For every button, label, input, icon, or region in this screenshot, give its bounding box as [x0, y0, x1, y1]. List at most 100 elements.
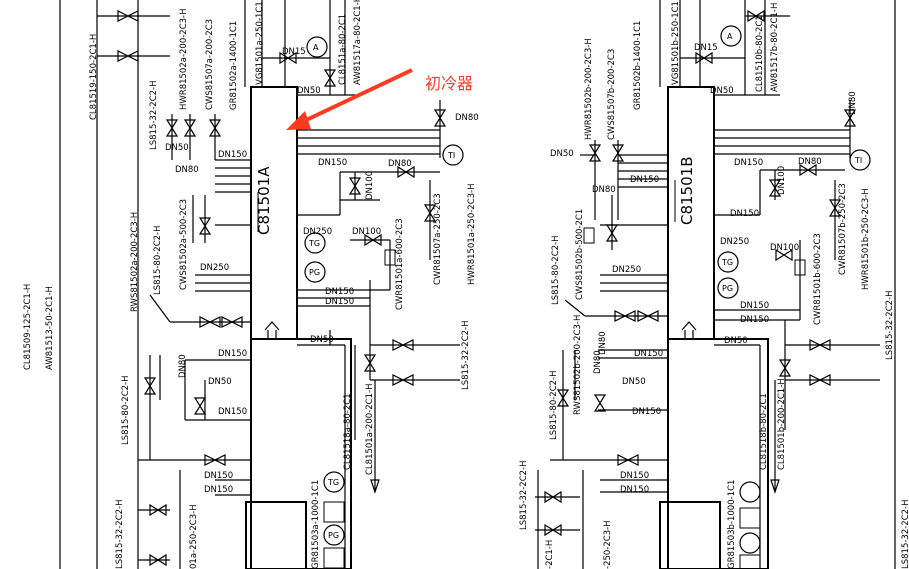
dn-label: DN150: [204, 485, 233, 495]
dn-label: DN80: [848, 91, 858, 115]
pipe-label: CL81518a-80-2C1: [343, 393, 353, 470]
ammeter-b: [720, 25, 742, 47]
pipe-label: CWR81507a-250-2C3: [433, 193, 443, 285]
temp-indicator-a-label: TI: [447, 151, 455, 160]
dn-label: DN150: [740, 315, 769, 325]
pipe-label: LS815-80-2C2-H: [153, 225, 163, 295]
temp-gauge-b-label: TG: [721, 258, 733, 267]
dn-label: DN50: [550, 149, 574, 159]
pipe-label: AW81517b-80-2C1-H: [770, 3, 780, 92]
dn-label: DN150: [630, 175, 659, 185]
dn-label: DN100: [352, 227, 381, 237]
pipe-label: LS815-32-2C2-H: [519, 460, 529, 530]
pressure-gauge-b: [717, 277, 739, 299]
left-unit: C81501A A: [59, 0, 464, 569]
dn-label: DN150: [740, 301, 769, 311]
pipe-label: CL81510b-80-2C1: [755, 15, 765, 92]
temp-indicator-a: [442, 144, 464, 166]
pipe-label: RWS81502b-200-2C3-H: [573, 315, 583, 415]
dn-label: DN150: [620, 471, 649, 481]
ammeter-a: [306, 36, 328, 58]
pressure-gauge-a2: [323, 524, 345, 546]
pressure-gauge-a: [304, 261, 326, 283]
pipe-label: LS815-80-2C2-H: [121, 375, 131, 445]
vessel-a-tag: C81501A: [255, 166, 273, 235]
pipe-label: AW81517a-80-2C1-H: [353, 0, 363, 85]
pipe-label: VG81501b-250-1C1: [671, 1, 681, 85]
pipe-label: -250-2C3-H: [603, 520, 613, 569]
dn-label: DN250: [612, 265, 641, 275]
dn-label: DN150: [734, 158, 763, 168]
dn-label: DN100: [365, 171, 375, 200]
pipe-label: CWS81507b-200-2C3: [607, 49, 617, 140]
pipe-label: GR81503b-1000-1C1: [727, 480, 737, 569]
temp-gauge-a2-label: TG: [327, 478, 339, 487]
dn-label: DN80: [592, 185, 616, 195]
dn-label: DN150: [325, 287, 354, 297]
dn-label: DN150: [620, 485, 649, 495]
dn-label: DN80: [175, 165, 199, 175]
dn-label: DN250: [303, 227, 332, 237]
dn-label: DN150: [218, 349, 247, 359]
temp-gauge-a2: [323, 471, 345, 493]
pipe-label: GR81503a-1000-1C1: [311, 480, 321, 569]
pipe-label: LS815-32-2C2-H: [149, 80, 159, 150]
dn-label: DN150: [730, 209, 759, 219]
dn-label: DN80: [593, 350, 603, 374]
dn-label: DN15: [282, 47, 306, 57]
dn-label: DN50: [710, 86, 734, 96]
pipe-label: LS815-80-2C2-H: [549, 370, 559, 440]
pipe-label: CWS81507a-200-2C3: [205, 19, 215, 110]
dn-label: DN50: [165, 143, 189, 153]
dn-label: DN250: [720, 237, 749, 247]
dn-label: DN150: [632, 407, 661, 417]
pipe-label: CL81501a-200-2C1-H: [365, 384, 375, 476]
pipe-label: LS815-32-2C2-H: [115, 499, 125, 569]
pipe-label: CL81519-150-2C1-H: [89, 34, 99, 120]
pipe-label: HWR81502a-200-2C3-H: [179, 8, 189, 110]
pipe-label: CL81518b-80-2C1: [759, 393, 769, 470]
pipe-label: RWS81502a-200-2C3-H: [130, 212, 140, 312]
temp-gauge-a-label: TG: [308, 239, 320, 248]
pipe-label: AW81513-50-2C1-H: [45, 286, 55, 370]
pipe-label: -2C1-H: [545, 540, 555, 569]
pipe-label: HWR81501a-250-2C3-H: [467, 183, 477, 285]
dn-label: DN50: [208, 377, 232, 387]
temp-gauge-b: [717, 251, 739, 273]
pipe-label: GR81502b-1400-1C1: [633, 21, 643, 110]
annotation-label: 初冷器: [425, 74, 473, 93]
dn-label: DN150: [634, 349, 663, 359]
pipe-label: CWS81502b-500-2C1: [575, 209, 585, 300]
dn-label: DN150: [318, 158, 347, 168]
annotation: 初冷器: [286, 68, 473, 130]
pipe-label: CL81501b-200-2C1-H: [777, 378, 787, 470]
dn-label: DN150: [325, 297, 354, 307]
pipe-label: HWR81501b-250-2C3-H: [861, 188, 871, 290]
pipe-label: GR81502a-1400-1C1: [229, 21, 239, 110]
dn-label: DN50: [297, 86, 321, 96]
dn-label: DN150: [218, 407, 247, 417]
pipe-label: HWR81502b-200-2C3-H: [584, 38, 594, 140]
pipe-label: CL8151a-80-2C1: [338, 14, 348, 85]
dn-label: DN15: [694, 43, 718, 53]
pipe-label: LS815-32-2C2-H: [885, 290, 895, 360]
ammeter-a-label: A: [313, 43, 319, 52]
temp-indicator-b-label: TI: [854, 156, 862, 165]
pipe-label: CWR81507b-250-2C3: [838, 183, 848, 275]
pressure-gauge-a-label: PG: [309, 268, 320, 277]
pipe-label: CL81509-125-2C1-H: [23, 284, 33, 370]
dn-labels: DN15 DN50 DN50 DN150 DN80 DN80 DN150 DN1…: [165, 43, 858, 495]
pipe-label: CWR81501b-600-2C3: [813, 233, 823, 325]
dn-label: DN80: [598, 331, 608, 355]
vessel-b-tag: C81501B: [678, 157, 696, 225]
dn-label: DN150: [218, 150, 247, 160]
pipe-label: LS815-80-2C2-H: [551, 235, 561, 305]
dn-label: DN80: [388, 159, 412, 169]
pipe-label: CWS81502a-500-2C3: [179, 199, 189, 290]
ammeter-b-label: A: [727, 32, 733, 41]
dn-label: DN80: [798, 157, 822, 167]
dn-label: DN50: [622, 377, 646, 387]
temp-gauge-a: [304, 232, 326, 254]
right-unit: C81501B A: [535, 0, 896, 569]
pipe-label: LS815-32-2C2-H: [461, 320, 471, 390]
